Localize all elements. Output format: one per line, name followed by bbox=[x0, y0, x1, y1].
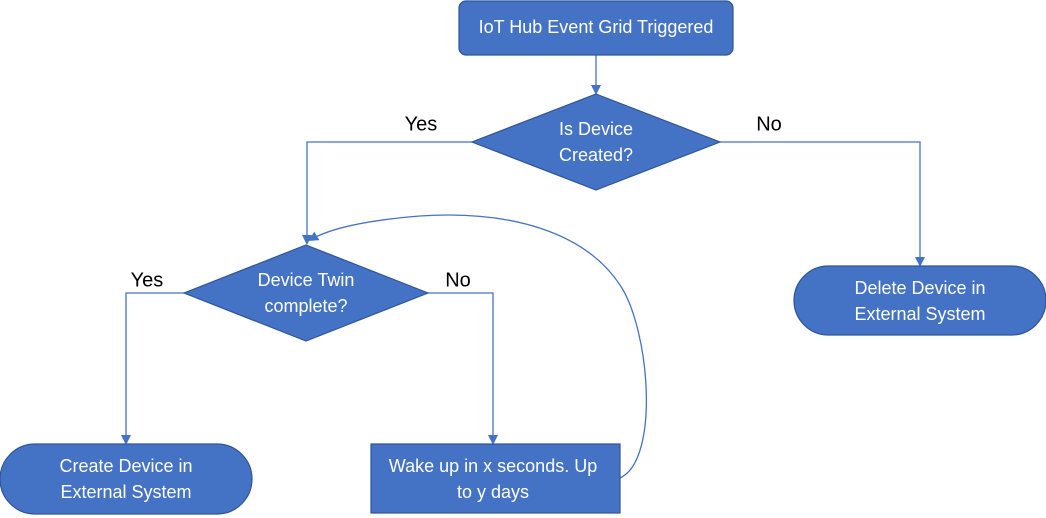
node-wake-up-line1: Wake up in x seconds. Up bbox=[389, 456, 597, 476]
node-start-label: IoT Hub Event Grid Triggered bbox=[479, 17, 714, 37]
edge-wake-up-loop-back bbox=[308, 214, 647, 479]
node-create-external: Create Device in External System bbox=[0, 443, 253, 515]
edge-label-created-no: No bbox=[756, 113, 782, 135]
node-create-external-line2: External System bbox=[60, 482, 191, 502]
node-wake-up: Wake up in x seconds. Up to y days bbox=[370, 443, 621, 514]
edge-device-created-no bbox=[720, 141, 925, 267]
node-delete-external-line2: External System bbox=[854, 304, 985, 324]
edge-twin-complete-no bbox=[428, 292, 498, 445]
node-delete-external-line1: Delete Device in bbox=[854, 278, 985, 298]
edge-label-twin-no: No bbox=[445, 269, 471, 291]
node-start: IoT Hub Event Grid Triggered bbox=[458, 0, 734, 56]
edge-twin-complete-yes bbox=[121, 292, 184, 445]
node-wake-up-line2: to y days bbox=[457, 482, 529, 502]
node-delete-external: Delete Device in External System bbox=[793, 265, 1046, 336]
edge-device-created-yes bbox=[302, 141, 472, 245]
edge-label-twin-yes: Yes bbox=[131, 269, 164, 291]
decision-device-created-line1: Is Device bbox=[559, 119, 633, 139]
decision-device-created-line2: Created? bbox=[559, 145, 633, 165]
node-create-external-line1: Create Device in bbox=[59, 456, 192, 476]
edge-label-created-yes: Yes bbox=[405, 113, 438, 135]
decision-twin-complete: Device Twin complete? bbox=[182, 244, 430, 342]
decision-twin-complete-line1: Device Twin bbox=[258, 270, 355, 290]
decision-twin-complete-line2: complete? bbox=[264, 296, 347, 316]
decision-device-created: Is Device Created? bbox=[470, 93, 722, 191]
